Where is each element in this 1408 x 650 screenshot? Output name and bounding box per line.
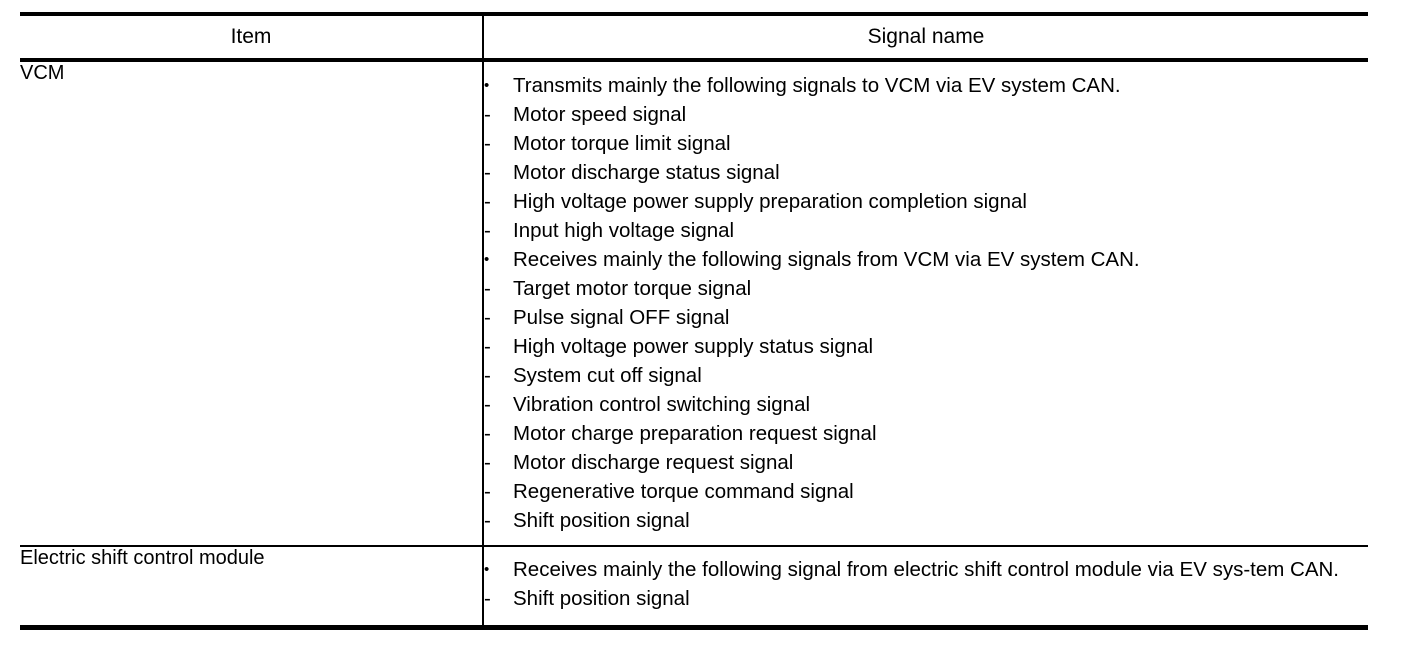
- item-label-electric-shift-control-module: Electric shift control module: [20, 547, 265, 569]
- signal-cell-electric-shift-control-module: • Receives mainly the following signal f…: [482, 547, 1368, 628]
- list-item-text: System cut off signal: [513, 364, 702, 387]
- dash-icon: -: [484, 587, 491, 610]
- list-item-text: Shift position signal: [513, 587, 690, 610]
- dash-icon: -: [484, 509, 491, 532]
- dash-icon: -: [484, 190, 491, 213]
- list-item: - Motor speed signal: [484, 100, 1368, 129]
- list-item: • Receives mainly the following signals …: [484, 245, 1368, 274]
- list-item: - Motor charge preparation request signa…: [484, 419, 1368, 448]
- list-item-text: Motor torque limit signal: [513, 132, 731, 155]
- dash-icon: -: [484, 132, 491, 155]
- list-item: - Motor discharge status signal: [484, 158, 1368, 187]
- table-bottom-rule: [20, 625, 1368, 632]
- dash-icon: -: [484, 364, 491, 387]
- bullet-icon: •: [484, 251, 490, 268]
- list-item-text: Vibration control switching signal: [513, 393, 811, 416]
- list-item: - Vibration control switching signal: [484, 390, 1368, 419]
- list-item-text: Receives mainly the following signals fr…: [513, 248, 1140, 271]
- list-item: • Receives mainly the following signal f…: [484, 555, 1342, 584]
- table-row: VCM • Transmits mainly the following sig…: [20, 62, 1368, 546]
- item-label-vcm: VCM: [20, 62, 65, 84]
- table-row: Electric shift control module • Receives…: [20, 547, 1368, 628]
- dash-icon: -: [484, 277, 491, 300]
- dash-icon: -: [484, 422, 491, 445]
- bullet-icon: •: [484, 77, 490, 94]
- signal-specification-table: Item Signal name VCM • Transmits mainly …: [20, 12, 1368, 632]
- list-item-text: Motor discharge status signal: [513, 161, 780, 184]
- list-item: - Shift position signal: [484, 584, 1342, 613]
- signal-list-vcm: • Transmits mainly the following signals…: [484, 71, 1368, 535]
- list-item: - High voltage power supply preparation …: [484, 187, 1368, 216]
- list-item: - Target motor torque signal: [484, 274, 1368, 303]
- dash-icon: -: [484, 161, 491, 184]
- list-item-text: Transmits mainly the following signals t…: [513, 74, 1121, 97]
- table-header-row: Item Signal name: [20, 16, 1368, 60]
- signal-list-electric-shift-control-module: • Receives mainly the following signal f…: [484, 555, 1342, 613]
- list-item: - Input high voltage signal: [484, 216, 1368, 245]
- dash-icon: -: [484, 103, 491, 126]
- list-item-text: Motor discharge request signal: [513, 451, 794, 474]
- dash-icon: -: [484, 219, 491, 242]
- list-item-text: Target motor torque signal: [513, 277, 752, 300]
- signal-cell-vcm: • Transmits mainly the following signals…: [482, 62, 1368, 546]
- dash-icon: -: [484, 451, 491, 474]
- list-item-text: High voltage power supply status signal: [513, 335, 874, 358]
- dash-icon: -: [484, 393, 491, 416]
- dash-icon: -: [484, 306, 491, 329]
- list-item: - High voltage power supply status signa…: [484, 332, 1368, 361]
- column-header-item: Item: [230, 25, 272, 48]
- list-item-text: Receives mainly the following signal fro…: [513, 558, 1339, 581]
- list-item-text: Motor charge preparation request signal: [513, 422, 877, 445]
- list-item-text: Shift position signal: [513, 509, 690, 532]
- list-item-text: Pulse signal OFF signal: [513, 306, 730, 329]
- table-bottom-rule-row: [20, 625, 1368, 632]
- dash-icon: -: [484, 335, 491, 358]
- list-item: - Motor torque limit signal: [484, 129, 1368, 158]
- list-item: - Shift position signal: [484, 506, 1368, 535]
- dash-icon: -: [484, 480, 491, 503]
- list-item-text: High voltage power supply preparation co…: [513, 190, 1027, 213]
- bullet-icon: •: [484, 561, 490, 578]
- column-header-signal-name: Signal name: [482, 16, 1368, 60]
- list-item-text: Motor speed signal: [513, 103, 687, 126]
- list-item: - System cut off signal: [484, 361, 1368, 390]
- list-item: - Pulse signal OFF signal: [484, 303, 1368, 332]
- list-item: - Motor discharge request signal: [484, 448, 1368, 477]
- list-item: • Transmits mainly the following signals…: [484, 71, 1368, 100]
- list-item-text: Input high voltage signal: [513, 219, 735, 242]
- list-item: - Regenerative torque command signal: [484, 477, 1368, 506]
- list-item-text: Regenerative torque command signal: [513, 480, 854, 503]
